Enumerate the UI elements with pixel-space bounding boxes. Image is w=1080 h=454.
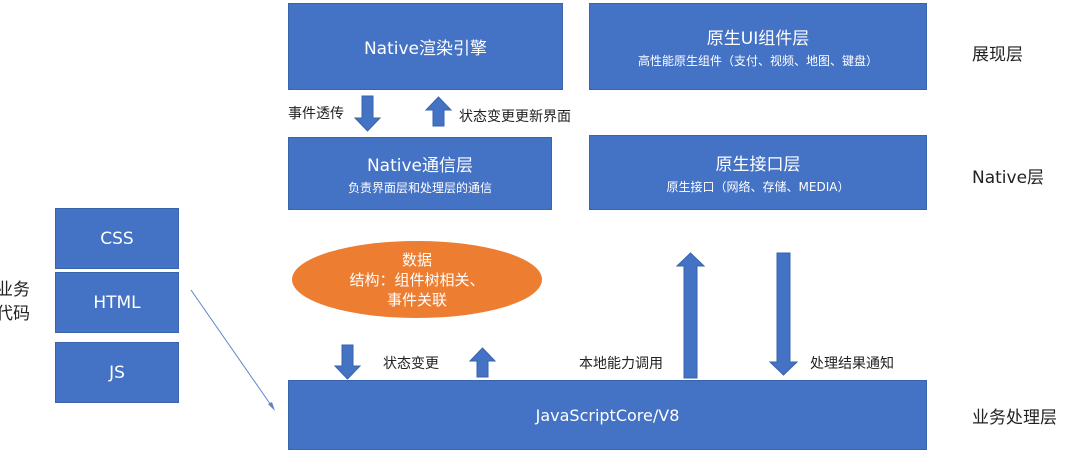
ellipse-line: 数据: [401, 250, 432, 269]
css-label: CSS: [100, 228, 134, 249]
ellipse-line: 结构：组件树相关、: [349, 270, 485, 289]
box-subtitle: 原生接口（网络、存储、MEDIA）: [666, 180, 850, 194]
arrow-up-icon: [424, 96, 453, 127]
arrow-up-icon: [468, 347, 497, 378]
state-change-label: 状态变更: [383, 356, 439, 372]
presentation-layer-label: 展现层: [972, 45, 1023, 65]
html-label: HTML: [93, 292, 141, 313]
data-structure-ellipse: 数据 结构：组件树相关、 事件关联: [292, 241, 542, 318]
native-api-layer-box: 原生接口层 原生接口（网络、存储、MEDIA）: [589, 135, 927, 210]
css-box: CSS: [55, 208, 179, 269]
arrow-up-icon: [675, 252, 706, 379]
label-line: 代码: [0, 304, 30, 324]
native-comm-layer-box: Native通信层 负责界面层和处理层的通信: [288, 137, 552, 210]
box-subtitle: 负责界面层和处理层的通信: [347, 181, 492, 195]
box-title: JavaScriptCore/V8: [535, 405, 680, 425]
result-notify-label: 处理结果通知: [810, 356, 894, 372]
js-label: JS: [109, 362, 125, 383]
connector-line: [190, 289, 274, 409]
js-core-box: JavaScriptCore/V8: [288, 380, 927, 450]
arrow-down-icon: [768, 252, 799, 376]
box-title: 原生UI组件层: [706, 29, 810, 49]
arrow-down-icon: [353, 95, 382, 132]
local-call-label: 本地能力调用: [579, 356, 663, 372]
html-box: HTML: [55, 272, 179, 333]
ellipse-line: 事件关联: [386, 290, 447, 309]
box-subtitle: 高性能原生组件（支付、视频、地图、键盘）: [637, 54, 878, 68]
box-title: Native渲染引擎: [363, 39, 488, 59]
state-update-ui-label: 状态变更更新界面: [459, 109, 571, 125]
label-line: 业务: [0, 280, 30, 300]
arrowhead-icon: [268, 402, 275, 411]
business-code-label: 业务 代码: [0, 278, 30, 326]
arrow-down-icon: [333, 344, 362, 380]
native-ui-components-box: 原生UI组件层 高性能原生组件（支付、视频、地图、键盘）: [589, 3, 927, 90]
native-render-engine-box: Native渲染引擎: [288, 3, 563, 90]
js-box: JS: [55, 342, 179, 403]
native-layer-label: Native层: [972, 168, 1045, 188]
business-layer-label: 业务处理层: [972, 408, 1057, 428]
event-pass-label: 事件透传: [288, 106, 344, 122]
box-title: 原生接口层: [715, 155, 801, 175]
box-title: Native通信层: [366, 156, 474, 176]
